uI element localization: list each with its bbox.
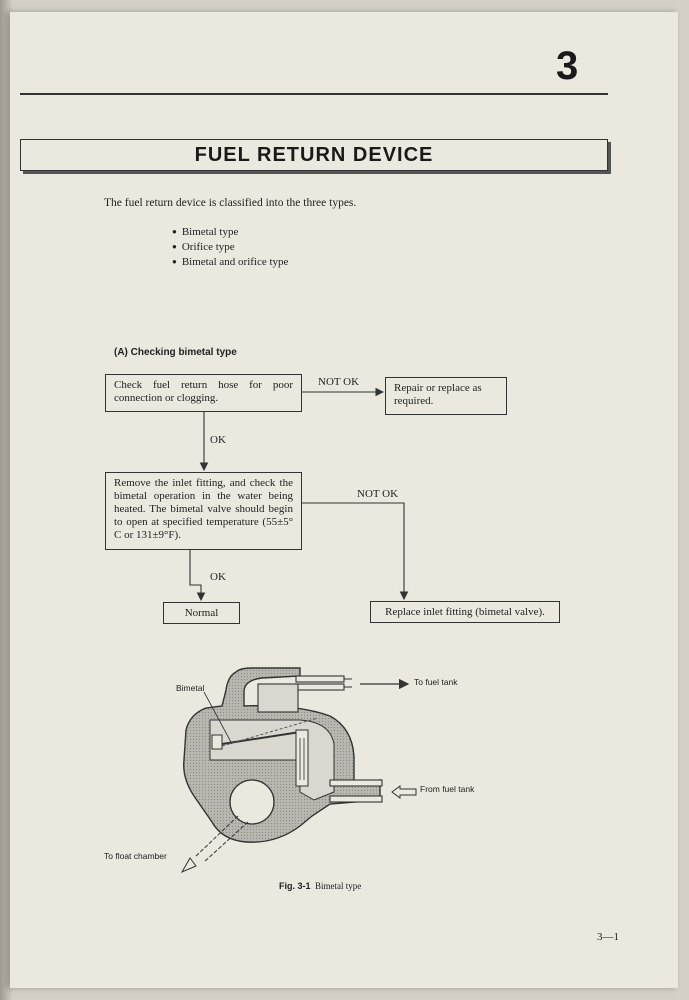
types-list: Bimetal type Orifice type Bimetal and or…: [172, 225, 289, 270]
ok-arrow-2: [189, 550, 206, 602]
figure-number: Fig. 3-1: [279, 881, 311, 891]
fuel-return-device-drawing: [180, 667, 417, 874]
header-rule: [20, 93, 608, 95]
repair-replace-box: Repair or replace as required.: [385, 377, 507, 415]
inlet-pipe-lower: [329, 795, 383, 803]
binding-spine: [0, 0, 12, 1000]
chapter-number: 3: [556, 44, 579, 88]
bimetal-leader: [203, 691, 233, 745]
list-item: Bimetal and orifice type: [172, 255, 289, 270]
bimetal-strip: [211, 734, 223, 750]
intro-text: The fuel return device is classified int…: [104, 197, 357, 209]
page-number: 3—1: [597, 931, 619, 943]
step2-bimetal-check-box: Remove the inlet fitting, and check the …: [105, 472, 302, 550]
return-pipe-lower: [295, 683, 345, 691]
from-fuel-tank-label: From fuel tank: [420, 784, 475, 794]
figure-title: Bimetal type: [315, 881, 362, 891]
figure-caption: Fig. 3-1 Bimetal type: [279, 881, 361, 891]
ok-label-1: OK: [210, 434, 226, 446]
flowchart-connectors: [189, 387, 409, 602]
replace-inlet-fitting-box: Replace inlet fitting (bimetal valve).: [370, 601, 560, 623]
to-fuel-tank-label: To fuel tank: [414, 677, 458, 687]
to-float-chamber-label: To float chamber: [104, 851, 167, 861]
section-heading: (A) Checking bimetal type: [114, 347, 237, 358]
valve-needle: [295, 729, 309, 787]
title-box: FUEL RETURN DEVICE: [20, 139, 608, 171]
page-title: FUEL RETURN DEVICE: [194, 143, 434, 166]
float-passage-circle: [229, 779, 275, 825]
return-pipe-upper: [295, 675, 345, 683]
not-ok-arrow-2: [302, 502, 409, 601]
to-float-chamber-arrow: [180, 857, 197, 874]
normal-result-box: Normal: [163, 602, 240, 624]
not-ok-label-1: NOT OK: [318, 376, 360, 388]
step1-check-hose-box: Check fuel return hose for poor connecti…: [105, 374, 302, 412]
list-item: Orifice type: [172, 240, 288, 255]
not-ok-label-2: NOT OK: [357, 488, 399, 500]
bimetal-label: Bimetal: [176, 683, 205, 693]
from-fuel-tank-arrow: [391, 785, 417, 799]
list-item: Bimetal type: [172, 225, 288, 240]
ok-label-2: OK: [210, 571, 226, 583]
inlet-pipe-upper: [329, 779, 383, 787]
